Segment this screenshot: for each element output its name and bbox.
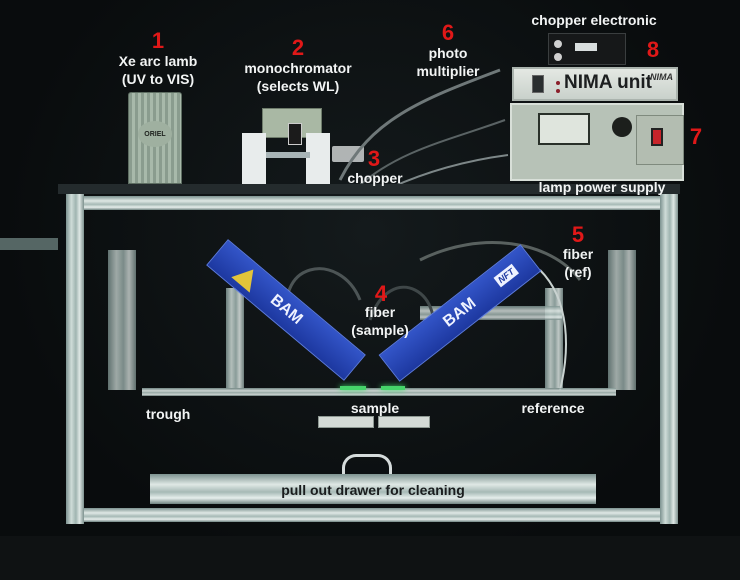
annotation-3-line-1: chopper [347, 170, 403, 186]
monochromator-leg-right [306, 133, 330, 185]
trough-plate [142, 388, 616, 396]
annotation-7-line-1: lamp power supply [538, 179, 666, 195]
annotation-8-number: 8 [646, 37, 660, 62]
trough-nameplate-left [318, 416, 374, 428]
annotation-5-line-2: (ref) [564, 264, 592, 280]
frame-bottom-beam [84, 508, 660, 522]
top-shelf [58, 184, 680, 194]
trough-label: trough [146, 406, 191, 422]
annotation-4-number: 4 [374, 281, 388, 306]
annotation-5-number: 5 [571, 222, 585, 247]
annotation-4-line-2: (sample) [351, 322, 409, 338]
lamp-brand-text: ORIEL [144, 130, 166, 138]
nima-unit-text: NIMA unit [564, 72, 652, 93]
chopper-knob-2 [554, 53, 562, 61]
frame-left-post [66, 194, 84, 524]
chopper-electronic-unit [548, 33, 626, 65]
reference-label: reference [521, 400, 585, 416]
drawer-front [150, 474, 596, 504]
psu-red-switch-icon [651, 128, 663, 146]
nima-unit: NIMA unit NIMA [512, 67, 678, 101]
sample-glow-left [340, 386, 366, 390]
annotation-4-line-1: fiber [364, 304, 396, 320]
nft-badge: NFT [493, 263, 520, 288]
optical-rail [266, 152, 310, 158]
chopper-display [575, 43, 597, 51]
psu-power-switch [636, 115, 684, 165]
annotation-8-line-1: chopper electronic [531, 12, 657, 28]
annotation-2-number: 2 [291, 35, 305, 60]
annotation-6-line-1: photo [428, 45, 468, 61]
frame-right-post [660, 194, 678, 524]
nima-logo: NIMA [650, 72, 673, 82]
sample-glow-right [381, 386, 405, 390]
drawer-handle [342, 454, 392, 474]
inner-post-right [608, 250, 636, 390]
bam-support-left [226, 288, 244, 388]
laser-warning-icon [231, 261, 263, 293]
nima-switch [532, 75, 544, 93]
annotation-7-number: 7 [689, 124, 703, 149]
nima-led-2 [556, 89, 560, 93]
annotation-6-number: 6 [441, 20, 455, 45]
psu-meter [538, 113, 590, 145]
floor [0, 536, 740, 580]
nima-led-1 [556, 81, 560, 85]
annotation-2-line-1: monochromator [244, 60, 352, 76]
trough-nameplate-right [378, 416, 430, 428]
left-stub-rail [0, 238, 58, 250]
annotation-2-line-2: (selects WL) [256, 78, 340, 94]
inner-post-left [108, 250, 136, 390]
annotation-1-number: 1 [151, 28, 165, 53]
annotation-3-number: 3 [367, 146, 381, 171]
monochromator-knob [288, 123, 302, 145]
frame-top-beam [84, 196, 660, 210]
top-cables [338, 68, 509, 189]
chopper-hardware [332, 146, 364, 162]
annotation-6-line-2: multiplier [416, 63, 480, 79]
annotation-1-line-2: (UV to VIS) [121, 71, 195, 87]
xe-arc-lamp: ORIEL [128, 92, 182, 184]
annotation-5-line-1: fiber [562, 246, 594, 262]
psu-dial [612, 117, 632, 137]
drawer-label: pull out drawer for cleaning [281, 482, 465, 498]
annotation-1-line-1: Xe arc lamb [118, 53, 198, 69]
lamp-badge: ORIEL [138, 121, 172, 147]
monochromator-leg-left [242, 133, 266, 185]
lamp-power-supply [510, 103, 684, 181]
chopper-knob-1 [554, 40, 562, 48]
sample-label: sample [350, 400, 400, 416]
